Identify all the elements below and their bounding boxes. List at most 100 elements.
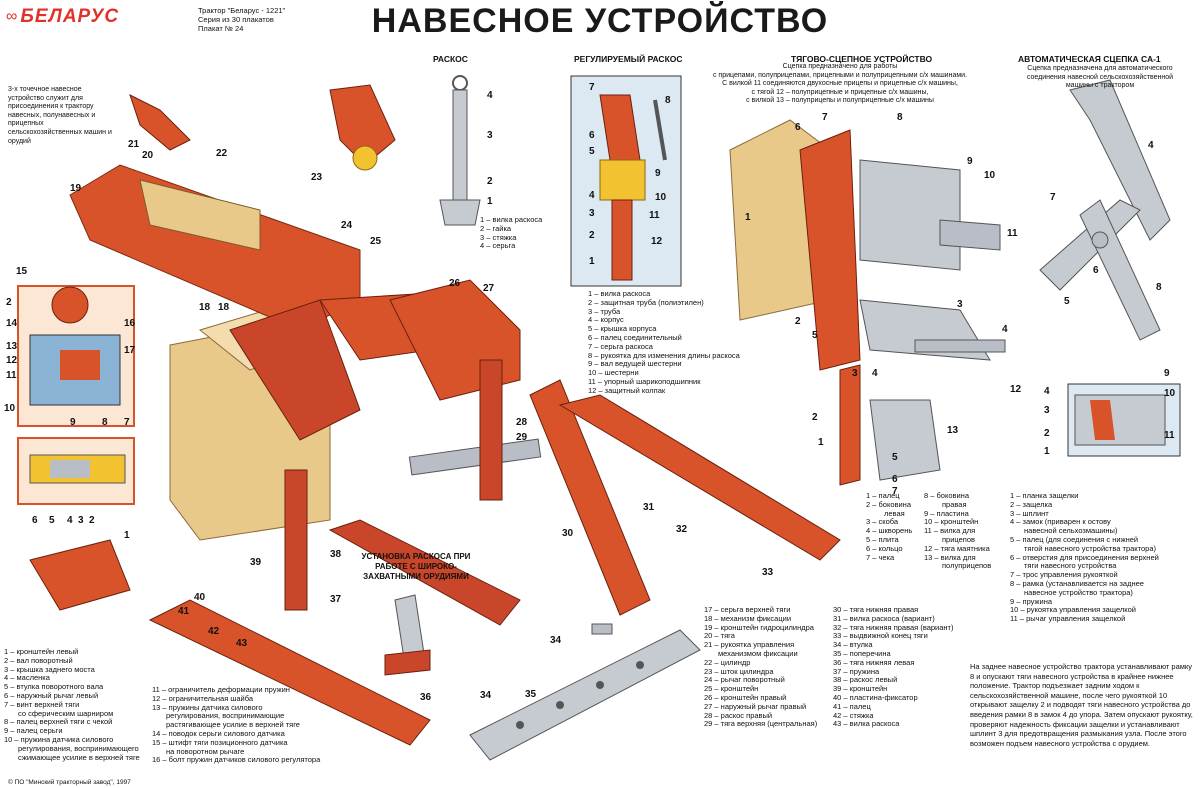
callout-tsu: 5	[892, 452, 898, 463]
callout-reg: 1	[589, 256, 595, 267]
lower-link-left	[148, 599, 431, 746]
callout-sa: 1	[1044, 446, 1050, 457]
callout-tsu: 4	[1002, 324, 1008, 335]
callout-sa: 2	[1044, 428, 1050, 439]
tsu-description: Сцепка предназначено для работы с прицеп…	[712, 63, 968, 104]
callout-reg: 9	[655, 168, 661, 179]
callout-main: 20	[142, 150, 154, 161]
bushing	[591, 623, 613, 635]
callout-sa: 4	[1044, 386, 1050, 397]
callout-main: 28	[516, 417, 528, 428]
legend-col-1: 1 – кронштейн левый 2 – вал поворотный 3…	[4, 647, 140, 762]
callout-main: 25	[370, 236, 382, 247]
callout-main: 31	[643, 502, 655, 513]
control-handle	[129, 94, 191, 151]
callout-tsu: 3	[957, 299, 963, 310]
callout-reg: 8	[665, 95, 671, 106]
callout-main: 37	[330, 594, 342, 605]
callout-reg: 6	[589, 130, 595, 141]
callout-tsu: 7	[822, 112, 828, 123]
callout-main: 41	[178, 606, 190, 617]
left-bracket	[29, 539, 131, 611]
callout-main: 2	[6, 297, 12, 308]
brand-icon: ∞	[6, 8, 18, 25]
callout-main: 13	[6, 341, 18, 352]
callout-tsu: 2	[795, 316, 801, 327]
callout-main: 30	[562, 528, 574, 539]
brand-logo: ∞ БЕЛАРУС	[6, 6, 119, 28]
callout-reg: 5	[589, 146, 595, 157]
callout-main: 14	[6, 318, 18, 329]
callout-main: 39	[250, 557, 262, 568]
reg-raskos-parts-list: 1 – вилка раскоса 2 – защитная труба (по…	[588, 289, 740, 395]
callout-main: 18	[199, 302, 211, 313]
callout-tsu: 2	[812, 412, 818, 423]
callout-tsu: 6	[892, 474, 898, 485]
callout-main: 23	[311, 172, 323, 183]
callout-reg: 7	[589, 82, 595, 93]
page-title: НАВЕСНОЕ УСТРОЙСТВО	[371, 2, 829, 40]
callout-raskos: 3	[487, 130, 493, 141]
lower-link-mid	[328, 519, 521, 626]
raskos-drawing	[439, 75, 481, 226]
callout-main: 2	[89, 515, 95, 526]
tsu-parts-list-right: 8 – боковина правая 9 – пластина 10 – кр…	[924, 491, 992, 571]
callout-sa: 7	[1050, 192, 1056, 203]
tractor-line: Трактор "Беларус - 1221"	[198, 6, 286, 15]
callout-main: 32	[676, 524, 688, 535]
brand-text: БЕЛАРУС	[20, 6, 120, 27]
top-link	[408, 438, 542, 476]
callout-tsu: 11	[1007, 228, 1018, 239]
callout-main: 38	[330, 549, 342, 560]
callout-sa: 3	[1044, 405, 1050, 416]
lift-arm-cap	[352, 145, 378, 171]
callout-main: 8	[102, 417, 108, 428]
lift-rod-left	[284, 469, 308, 611]
callout-main: 40	[194, 592, 206, 603]
callout-sa: 4	[1148, 140, 1154, 151]
raskos-title: РАСКОС	[433, 54, 468, 64]
callout-main: 17	[124, 345, 136, 356]
sa1-description: Сцепка предназначена для автоматического…	[1026, 65, 1174, 89]
callout-reg: 2	[589, 230, 595, 241]
callout-main: 42	[208, 626, 220, 637]
copyright: © ПО "Минский тракторный завод", 1997	[8, 779, 131, 786]
install-raskos-drawing	[384, 594, 431, 676]
callout-tsu: 1	[818, 437, 824, 448]
callout-sa: 6	[1093, 265, 1099, 276]
series-line: Серия из 30 плакатов	[198, 15, 274, 24]
tsu-parts-list-left: 1 – палец 2 – боковина левая 3 – скоба 4…	[866, 491, 913, 562]
callout-tsu: 8	[897, 112, 903, 123]
callout-main: 3	[78, 515, 84, 526]
tsu-detail-drawing	[839, 364, 941, 486]
reg-raskos-title: РЕГУЛИРУЕМЫЙ РАСКОС	[574, 54, 683, 64]
callout-main: 27	[483, 283, 495, 294]
callout-main: 33	[762, 567, 774, 578]
callout-tsu: 7	[892, 486, 898, 497]
crossbar	[469, 629, 701, 761]
rockshaft-arm-left	[229, 299, 361, 441]
poster-number: Плакат № 24	[198, 24, 244, 33]
raskos-parts-list: 1 – вилка раскоса 2 – гайка 3 – стяжка 4…	[480, 215, 543, 251]
main-assembly-drawing	[29, 84, 841, 761]
callout-main: 29	[516, 432, 528, 443]
callout-main: 11	[6, 370, 17, 381]
callout-tsu: 9	[967, 156, 973, 167]
callout-main: 36	[420, 692, 432, 703]
callout-tsu: 13	[947, 425, 959, 436]
callout-reg: 12	[651, 236, 663, 247]
callout-sa: 8	[1156, 282, 1162, 293]
callout-main: 10	[4, 403, 16, 414]
tsu-drawing	[729, 119, 1006, 371]
sa1-title: АВТОМАТИЧЕСКАЯ СЦЕПКА СА-1	[1018, 54, 1161, 64]
callout-tsu: 10	[984, 170, 996, 181]
callout-main: 26	[449, 278, 461, 289]
callout-reg: 11	[649, 210, 660, 221]
callout-tsu: 5	[812, 330, 818, 341]
callout-tsu: 6	[795, 122, 801, 133]
callout-reg: 3	[589, 208, 595, 219]
callout-main: 21	[128, 139, 140, 150]
callout-main: 5	[49, 515, 55, 526]
callout-raskos: 1	[487, 196, 493, 207]
